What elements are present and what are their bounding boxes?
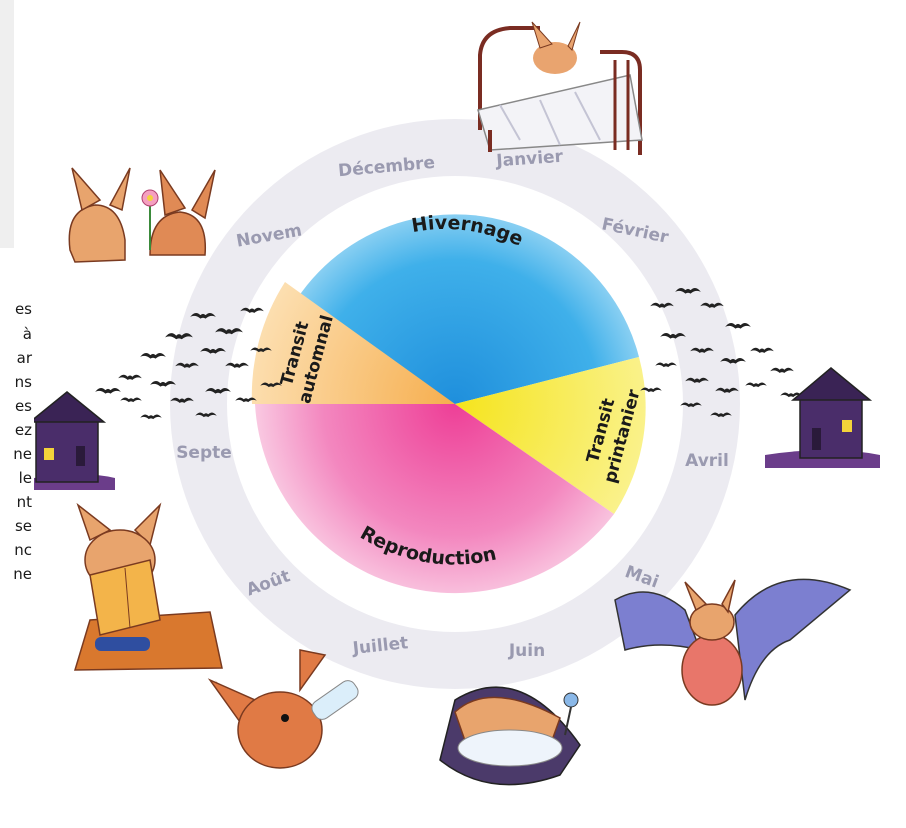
flying-bat-icon: [614, 578, 852, 706]
house-icon: [34, 391, 115, 490]
cut-text-line: ne: [13, 565, 32, 583]
cut-text-line: nt: [16, 493, 32, 511]
grey-sidebar-block: [0, 0, 14, 248]
cut-text-line: se: [14, 517, 32, 535]
bed-bat-icon: [477, 21, 643, 155]
cut-text-line: ar: [16, 349, 32, 367]
transit-automnal-sector: [251, 282, 455, 404]
reproduction-sector: [255, 404, 614, 594]
house-icon: [765, 367, 880, 468]
left-text-column: es à ar ns es ez ne le nt se nc ne: [0, 0, 34, 828]
cut-text-line: es: [14, 300, 32, 318]
bats-flower-icon: [68, 167, 216, 263]
cradle-bat-icon: [439, 686, 581, 786]
month-janvier: Janvier: [495, 147, 565, 172]
cut-text-line: le: [18, 469, 32, 487]
cut-text-line: ns: [14, 373, 32, 391]
cut-text-line: es: [14, 397, 32, 415]
cut-text-line: ez: [14, 421, 32, 439]
month-avril: Avril: [685, 451, 729, 471]
month-septe: Septe: [176, 443, 232, 463]
bat-life-cycle-diagram: Hivernage Reproduction Transit automnal …: [34, 21, 880, 786]
cut-text-line: à: [22, 325, 32, 343]
cut-text-line: ne: [13, 445, 32, 463]
reading-bat-icon: [73, 502, 223, 671]
month-juin: Juin: [508, 641, 545, 661]
baby-bottle-bat-icon: [207, 649, 359, 769]
transit-printanier-sector: [455, 357, 646, 514]
cut-text-line: nc: [14, 541, 32, 559]
